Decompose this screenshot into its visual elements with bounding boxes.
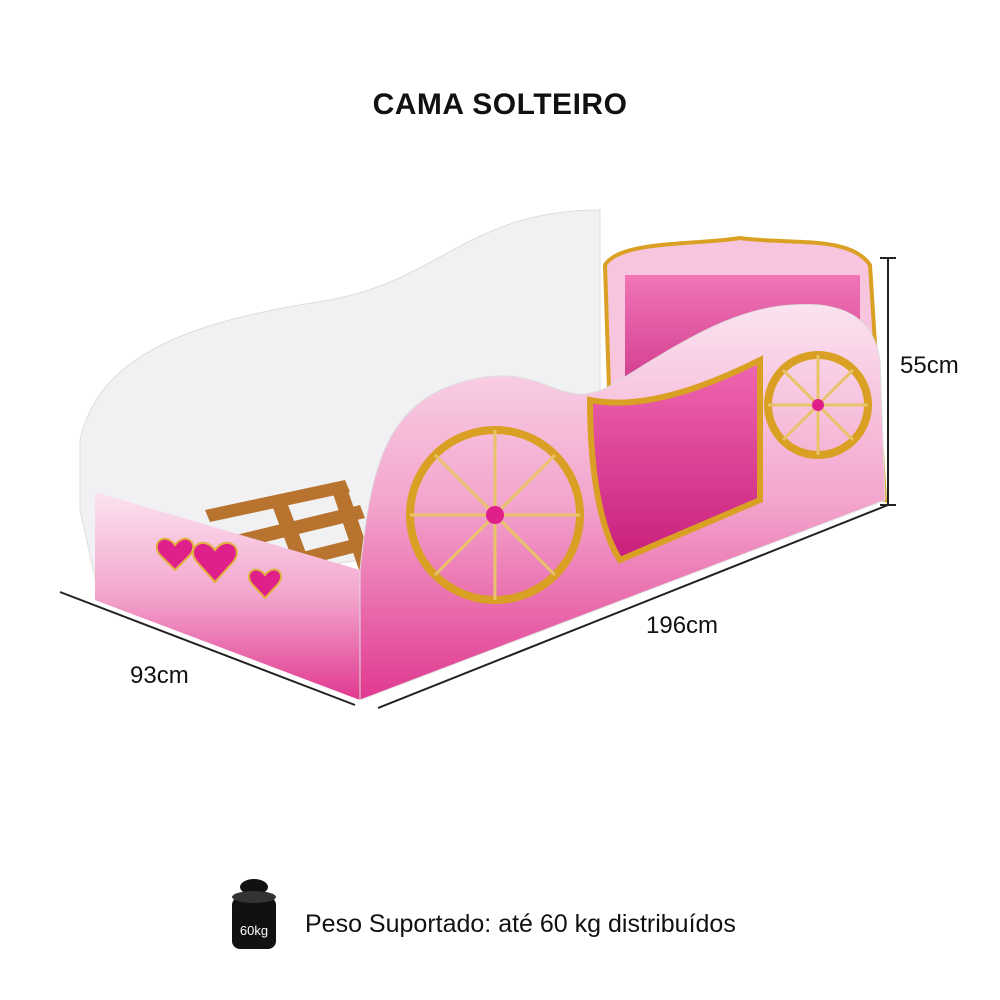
weight-icon-label: 60kg [239, 923, 269, 938]
weight-icon: 60kg [226, 873, 282, 953]
dimension-lines [59, 257, 896, 709]
height-label: 55cm [900, 352, 959, 379]
length-label: 196cm [646, 612, 719, 639]
page-title: CAMA SOLTEIRO [372, 88, 628, 121]
back-panel [79, 209, 601, 601]
heart-icons [155, 537, 283, 600]
weight-capacity-text: Peso Suportado: até 60 kg distribuídos [305, 910, 736, 938]
width-label: 93cm [130, 662, 189, 689]
